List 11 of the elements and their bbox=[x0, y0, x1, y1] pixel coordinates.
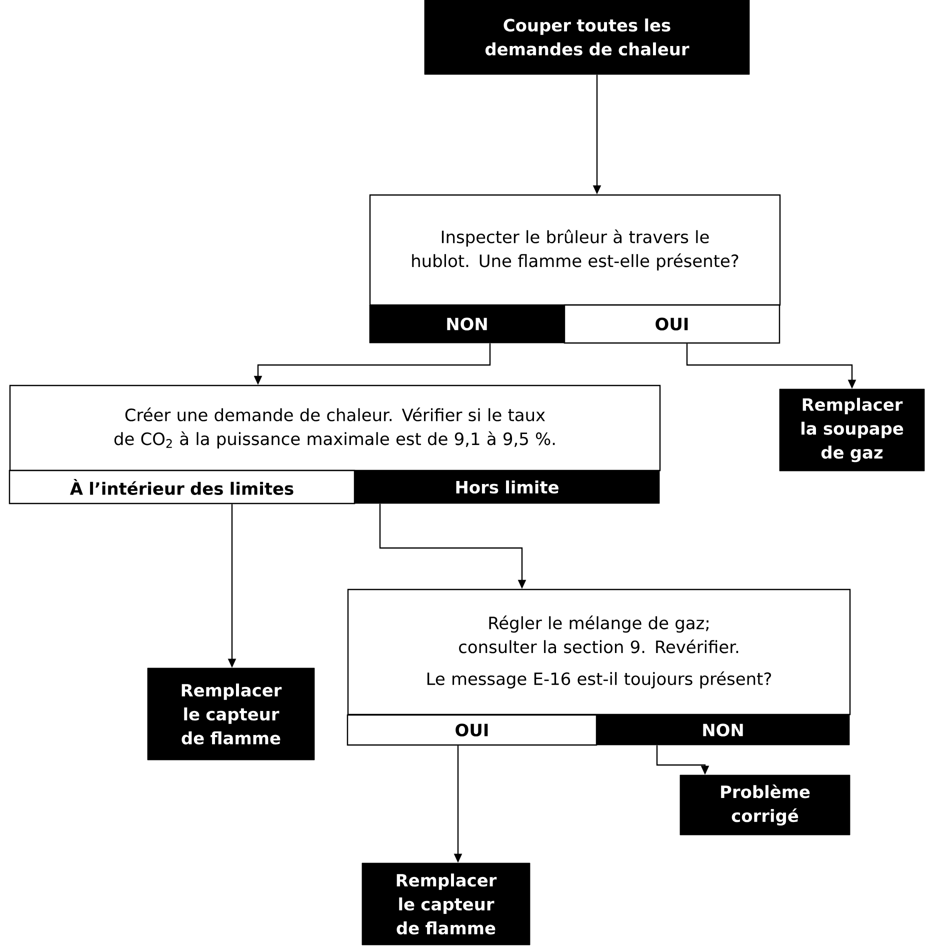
action-box: Remplacer le capteur de flamme bbox=[147, 668, 315, 760]
answer-tab: À l’intérieur des limites bbox=[8, 470, 356, 504]
action-box: Problème corrigé bbox=[680, 774, 850, 836]
action-box: Remplacer le capteur de flamme bbox=[362, 862, 530, 946]
action-box: Remplacer la soupape de gaz bbox=[779, 388, 925, 472]
answer-tab: OUI bbox=[564, 304, 780, 344]
action-box: Couper toutes les demandes de chaleur bbox=[424, 0, 750, 75]
answer-tab: OUI bbox=[346, 714, 598, 746]
answer-tab: NON bbox=[596, 714, 850, 746]
answer-tab: NON bbox=[369, 304, 565, 344]
answer-tab: Hors limite bbox=[354, 470, 660, 504]
